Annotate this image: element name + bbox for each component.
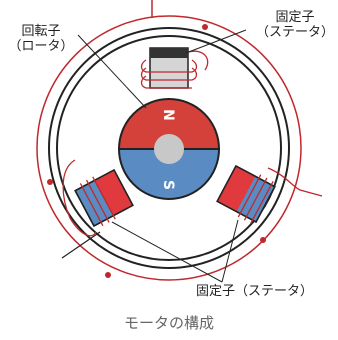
stator-top <box>140 47 209 89</box>
stator-top-label-line2: （ステータ） <box>255 25 334 40</box>
stator-left <box>74 168 134 228</box>
stator-right-wire <box>267 167 323 197</box>
stator-top-label: 固定子 （ステータ） <box>252 10 338 40</box>
stator-bottom-leader-right <box>221 219 239 283</box>
wire-dot-2 <box>260 237 266 243</box>
stator-top-leader <box>185 29 247 54</box>
stator-left-wire <box>62 159 97 237</box>
stator-left-lead <box>61 231 101 259</box>
pole-n-label: N <box>160 109 176 121</box>
stator-bottom-leader-left <box>111 221 223 283</box>
rotor-shaft <box>154 134 184 164</box>
rotor-label-line1: 回転子 <box>21 24 61 39</box>
stator-right <box>216 164 276 224</box>
stator-bottom-label: 固定子（ステータ） <box>196 284 314 299</box>
caption: モータの構成 <box>123 314 214 332</box>
wire-dot-1 <box>202 24 208 30</box>
wire-loop <box>36 15 302 281</box>
pole-s-label: S <box>160 180 176 190</box>
stator-top-label-line1: 固定子 <box>275 10 315 25</box>
rotor-label-line2: （ロータ） <box>8 39 74 54</box>
housing-outer-ring <box>48 27 290 269</box>
wire-dot-4 <box>47 179 53 185</box>
housing-inner-ring <box>56 35 282 261</box>
rotor-leader <box>77 34 147 109</box>
wire-dot-3 <box>105 272 111 278</box>
rotor-label: 回転子 （ロータ） <box>2 24 80 54</box>
rotor <box>117 98 221 200</box>
